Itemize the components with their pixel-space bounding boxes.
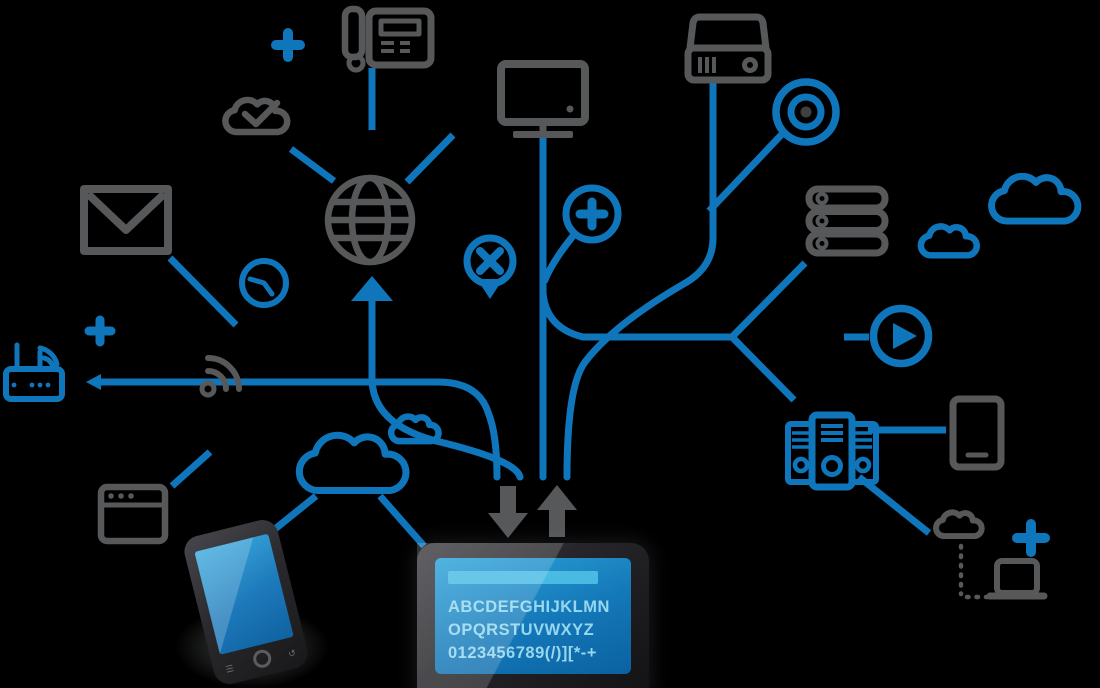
tablet-gloss [417,543,649,688]
download-arrow-icon [488,486,528,538]
envelope-icon [80,185,172,255]
add-circle-icon [562,184,622,244]
cloud-large-right-icon [992,176,1078,221]
tablet-text-line-3: 0123456789(/)][*-+ [448,642,610,665]
cloud-small-right-icon [921,226,977,255]
smartphone-gloss [194,533,294,655]
play-button-icon [869,304,933,368]
upload-arrow-icon [537,485,577,537]
tablet-topbar [448,571,598,584]
arrowhead-left-icon [86,374,101,390]
cloud-center-large-icon [299,435,406,490]
dotted-connector [958,543,995,600]
browser-window-icon [97,483,169,545]
connection-lines [86,68,995,600]
location-pin-x-icon [463,234,517,299]
smartphone-screen [194,533,294,655]
plus-icon-left [84,315,116,347]
server-rack-icon [785,411,879,491]
cloud-dotted-icon [936,512,982,536]
server-stack-icon [805,185,889,257]
tablet-text-line-2: OPQRSTUVWXYZ [448,619,610,642]
target-dot-icon [772,78,840,146]
plus-icon-bottom-right [1012,519,1050,557]
arrowhead-up-icon [351,276,393,301]
tablet-screen: ABCDEFGHIJKLMN OPQRSTUVWXYZ 0123456789(/… [435,558,631,674]
smartphone-device: ☰ ↺ [172,516,332,688]
plus-icon-top [271,28,305,62]
wifi-router-icon [3,342,65,402]
clock-icon [239,258,289,308]
tablet-device: ABCDEFGHIJKLMN OPQRSTUVWXYZ 0123456789(/… [417,543,649,688]
desk-phone-icon [341,5,435,73]
globe-icon [324,174,416,266]
monitor-icon [497,60,589,138]
smartphone-home-button [251,647,274,670]
smartphone-back-icon: ↺ [287,647,297,660]
tablet-outline-icon [949,395,1005,471]
smartphone-menu-icon: ☰ [224,663,235,675]
laptop-icon [986,558,1048,600]
tablet-text-line-1: ABCDEFGHIJKLMN [448,596,610,619]
cloud-check-icon [225,100,287,132]
center-arrows [488,485,577,538]
storage-drive-icon [684,13,772,84]
rss-signal-icon [199,355,242,398]
